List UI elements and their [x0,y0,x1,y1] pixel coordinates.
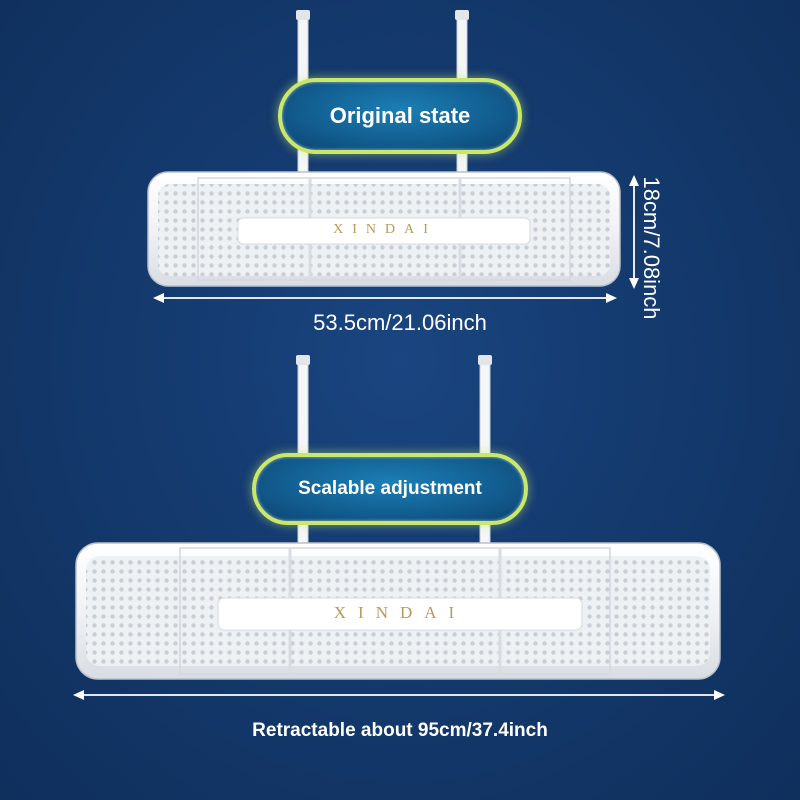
original-state-badge: Original state [278,78,522,154]
deflector-original [147,171,621,287]
brand-logo-top: XINDAI [333,222,437,237]
height-label: 18cm/7.08inch [639,176,664,320]
height-dimension-arrow [629,175,639,289]
width-label-extended: Retractable about 95cm/37.4inch [252,720,548,741]
width-dimension-arrow-extended [73,690,725,700]
brand-logo-bottom: XINDAI [333,603,467,622]
scalable-adjustment-badge: Scalable adjustment [252,453,528,525]
deflector-extended [75,542,721,680]
width-label-original: 53.5cm/21.06inch [313,310,487,335]
width-dimension-arrow-original [153,293,617,303]
